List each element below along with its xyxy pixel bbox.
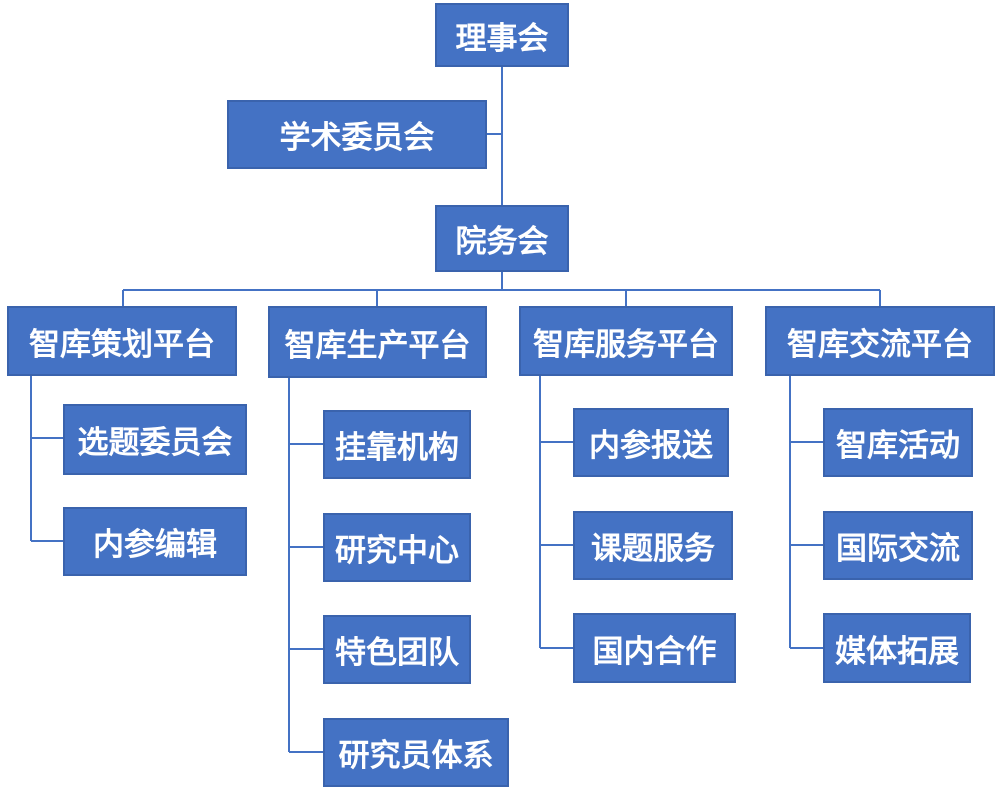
platform-node-service: 智库服务平台: [519, 306, 733, 376]
academic-committee-node: 学术委员会: [227, 100, 487, 169]
child-node-internal-editing: 内参编辑: [63, 507, 247, 576]
child-node-international-exchange: 国际交流: [823, 511, 973, 580]
platform-node-exchange: 智库交流平台: [765, 306, 995, 376]
child-node-project-services: 课题服务: [573, 511, 733, 580]
child-node-domestic-cooperation: 国内合作: [573, 613, 736, 683]
child-node-researcher-system: 研究员体系: [323, 718, 509, 787]
child-node-think-tank-activities: 智库活动: [823, 408, 973, 477]
child-node-affiliated-institutions: 挂靠机构: [323, 410, 471, 479]
child-node-topic-committee: 选题委员会: [63, 404, 247, 475]
child-node-media-expansion: 媒体拓展: [823, 613, 971, 683]
platform-node-planning: 智库策划平台: [7, 306, 237, 376]
board-node: 理事会: [435, 3, 569, 67]
child-node-internal-report-submission: 内参报送: [573, 408, 729, 477]
child-node-research-center: 研究中心: [323, 513, 471, 582]
platform-node-production: 智库生产平台: [268, 306, 487, 378]
child-node-featured-teams: 特色团队: [323, 615, 471, 684]
dean-council-node: 院务会: [435, 205, 569, 272]
